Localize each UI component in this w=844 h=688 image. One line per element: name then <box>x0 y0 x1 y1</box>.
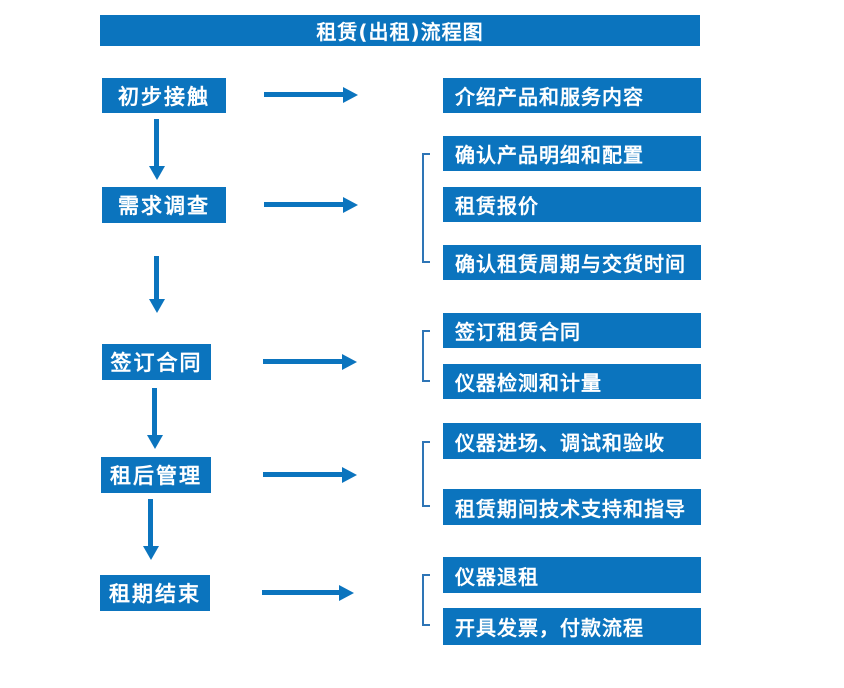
step-box-introduce-products: 介绍产品和服务内容 <box>443 78 701 113</box>
right-arrow-icon <box>264 87 358 103</box>
down-arrow-icon <box>149 256 165 313</box>
stage-box-rental-end: 租期结束 <box>100 575 210 611</box>
step-box-confirm-rental-period: 确认租赁周期与交货时间 <box>443 245 701 280</box>
group-bracket-icon <box>422 330 430 382</box>
right-arrow-icon <box>263 467 357 483</box>
step-box-rental-quote: 租赁报价 <box>443 187 701 222</box>
right-arrow-icon <box>263 354 357 370</box>
group-bracket-icon <box>422 441 430 507</box>
right-arrow-icon <box>264 197 358 213</box>
step-box-instrument-testing: 仪器检测和计量 <box>443 364 701 399</box>
step-box-instrument-return: 仪器退租 <box>443 557 701 593</box>
group-bracket-icon <box>422 574 430 626</box>
step-box-confirm-product-details: 确认产品明细和配置 <box>443 136 701 171</box>
stage-box-sign-contract: 签订合同 <box>102 344 211 380</box>
stage-box-demand-survey: 需求调查 <box>102 187 226 223</box>
step-box-sign-rental-contract: 签订租赁合同 <box>443 313 701 348</box>
down-arrow-icon <box>149 119 165 180</box>
stage-box-initial-contact: 初步接触 <box>102 78 226 113</box>
down-arrow-icon <box>147 388 163 449</box>
step-box-invoice-payment: 开具发票，付款流程 <box>443 608 701 645</box>
down-arrow-icon <box>143 499 159 560</box>
group-bracket-icon <box>422 153 430 263</box>
step-box-technical-support: 租赁期间技术支持和指导 <box>443 489 701 525</box>
step-box-instrument-setup: 仪器进场、调试和验收 <box>443 423 701 459</box>
flowchart-title: 租赁(出租)流程图 <box>100 15 700 46</box>
right-arrow-icon <box>262 585 354 601</box>
stage-box-post-rental-management: 租后管理 <box>101 457 211 493</box>
